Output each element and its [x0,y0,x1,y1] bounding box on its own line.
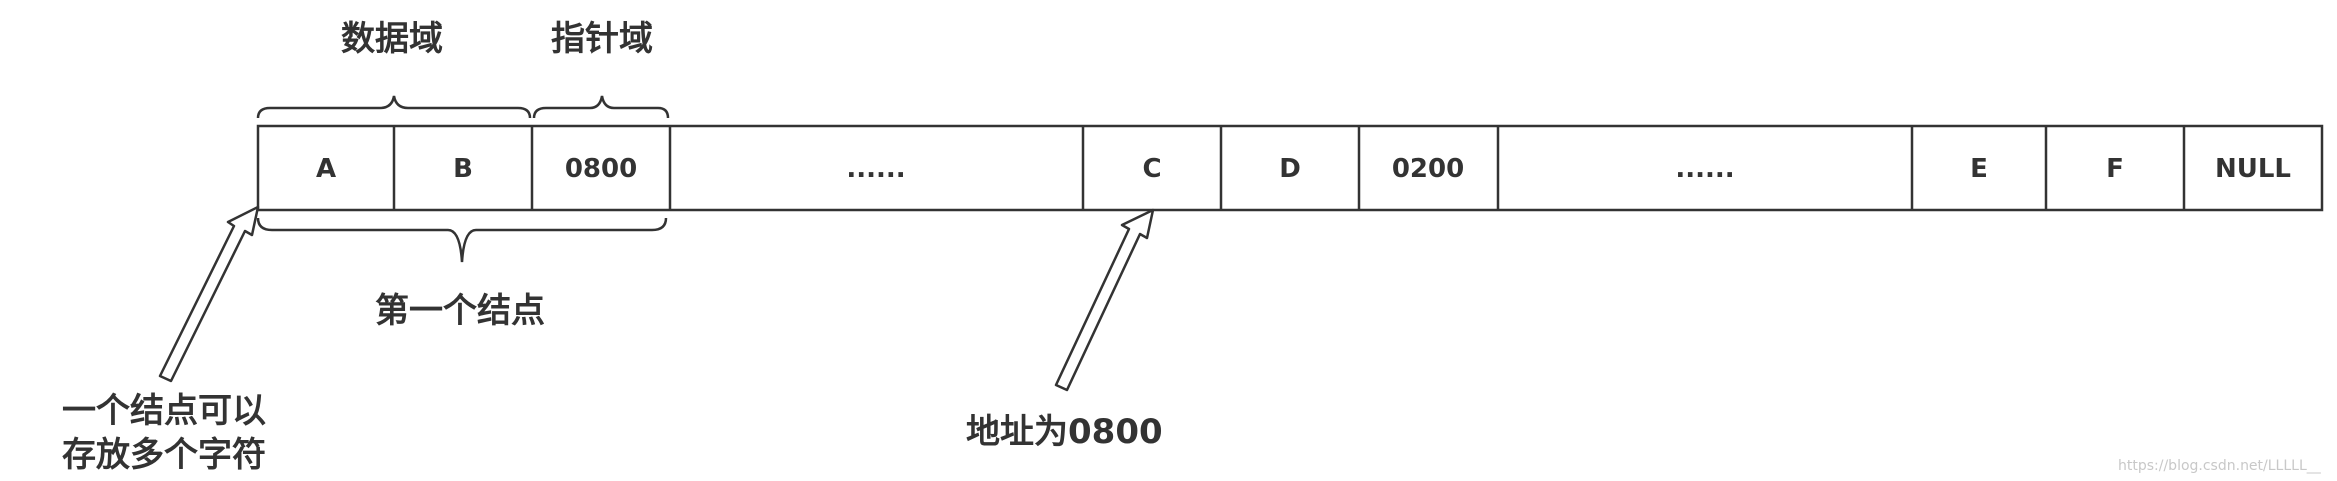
address-arrow-icon [1054,208,1155,392]
memory-strip [256,124,2324,212]
cell-f: F [2106,154,2124,184]
node-note-line2: 存放多个字符 [62,435,266,475]
cell-null: NULL [2215,154,2291,184]
pointer-field-label: 指针域 [551,19,653,59]
first-node-label: 第一个结点 [375,291,545,331]
pointer-field-brace [532,95,670,119]
cell-ellipsis-2: ...... [1675,154,1734,184]
cell-dividers [392,126,2186,210]
cell-d: D [1279,154,1301,184]
cell-a: A [316,154,336,184]
cell-pointer-0800: 0800 [565,154,637,184]
watermark: https://blog.csdn.net/LLLLL__ [2118,458,2322,474]
node-note-line1: 一个结点可以 [62,391,266,431]
first-node-brace [256,217,668,263]
cell-e: E [1970,154,1988,184]
data-field-brace [256,95,532,119]
cell-pointer-0200: 0200 [1392,154,1464,184]
first-node-arrow-icon [158,205,260,383]
cell-c: C [1142,154,1161,184]
cell-ellipsis-1: ...... [846,154,905,184]
address-note: 地址为0800 [966,412,1163,452]
cell-b: B [453,154,473,184]
data-field-label: 数据域 [341,19,443,59]
